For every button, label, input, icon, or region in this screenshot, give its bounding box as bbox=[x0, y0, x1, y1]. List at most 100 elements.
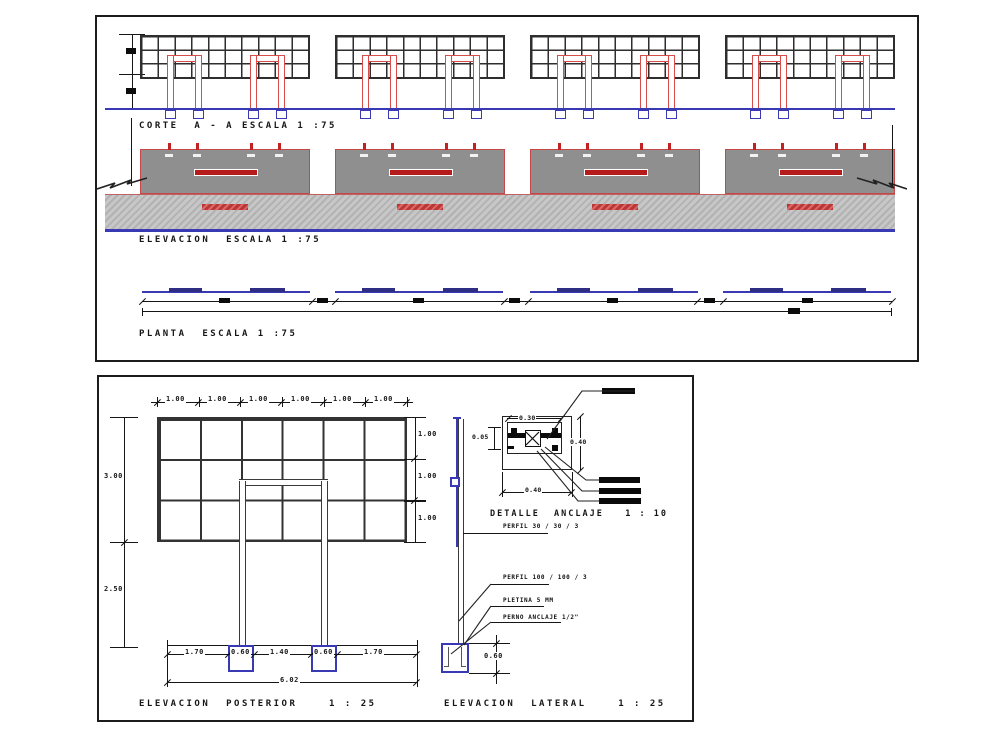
embedded-beam bbox=[584, 169, 648, 176]
anchor-footing bbox=[778, 110, 789, 119]
support-frame-post bbox=[668, 56, 675, 109]
support-frame-post bbox=[835, 56, 842, 109]
support-frame-bar bbox=[250, 55, 285, 62]
support-frame-post bbox=[195, 56, 202, 109]
support-frame-bar bbox=[362, 55, 397, 62]
anchor-footing bbox=[276, 110, 287, 119]
anchor-footing bbox=[193, 110, 204, 119]
ground-line bbox=[105, 108, 895, 111]
foundation-block bbox=[335, 143, 505, 194]
dim-label: 1.00 bbox=[417, 430, 438, 438]
planta-base-line bbox=[142, 311, 892, 313]
dim-label: 1.00 bbox=[290, 395, 311, 403]
posterior-title: ELEVACION POSTERIOR 1 : 25 bbox=[139, 699, 377, 709]
buried-beam bbox=[787, 204, 833, 210]
anchor-footing bbox=[666, 110, 677, 119]
dim-label: 0.30 bbox=[518, 414, 537, 422]
crossbar-connector bbox=[450, 477, 460, 487]
support-frame-bar bbox=[835, 55, 870, 62]
anchor-footing bbox=[750, 110, 761, 119]
embedded-beam bbox=[389, 169, 453, 176]
callout-perfil-main: PERFIL 100 / 100 / 3 bbox=[503, 574, 588, 581]
anchor-footing bbox=[638, 110, 649, 119]
support-frame-post bbox=[250, 56, 257, 109]
anchor-footing bbox=[861, 110, 872, 119]
dim-label: 1.00 bbox=[207, 395, 228, 403]
support-frame-post bbox=[640, 56, 647, 109]
post-section-box bbox=[525, 430, 541, 447]
dim-label: 1.00 bbox=[332, 395, 353, 403]
support-frame-post bbox=[752, 56, 759, 109]
anchor-footing bbox=[388, 110, 399, 119]
dim-label: 1.70 bbox=[184, 648, 205, 656]
foundation-block bbox=[140, 143, 310, 194]
dimension-blob bbox=[126, 48, 136, 54]
callout-pletina: PLETINA 5 MM bbox=[503, 597, 554, 604]
support-frame-bar bbox=[640, 55, 675, 62]
lateral-post bbox=[458, 419, 464, 653]
support-frame-bar bbox=[445, 55, 480, 62]
planta-title: PLANTA ESCALA 1 :75 bbox=[139, 329, 298, 339]
dim-label: 0.05 bbox=[471, 433, 490, 441]
leader-label-bar bbox=[602, 388, 635, 394]
anchor-footing bbox=[443, 110, 454, 119]
support-frame-post bbox=[239, 481, 246, 645]
support-frame-bar bbox=[167, 55, 202, 62]
support-frame-post bbox=[585, 56, 592, 109]
dim-label: 2.50 bbox=[103, 585, 124, 593]
callout-perfil-top: PERFIL 30 / 30 / 3 bbox=[503, 523, 579, 530]
anchor-footing bbox=[471, 110, 482, 119]
callout-perno: PERNO ANCLAJE 1/2" bbox=[503, 614, 579, 621]
section-extension-line bbox=[131, 118, 133, 186]
dim-label: 1.00 bbox=[373, 395, 394, 403]
anchor-footing bbox=[555, 110, 566, 119]
support-frame-post bbox=[557, 56, 564, 109]
leader-label-bar bbox=[599, 488, 641, 494]
dim-label: 1.70 bbox=[363, 648, 384, 656]
dim-label: 0.40 bbox=[524, 486, 543, 494]
buried-beam bbox=[592, 204, 638, 210]
anchor-footing bbox=[583, 110, 594, 119]
dim-label: 1.00 bbox=[248, 395, 269, 403]
dim-label: 1.00 bbox=[417, 472, 438, 480]
dim-label: 0.60 bbox=[313, 648, 334, 656]
support-frame-post bbox=[390, 56, 397, 109]
dim-label: 3.00 bbox=[103, 472, 124, 480]
detalle-title: DETALLE ANCLAJE 1 : 10 bbox=[490, 509, 668, 519]
anchor-bolt bbox=[552, 428, 558, 434]
support-frame-post bbox=[863, 56, 870, 109]
lateral-title: ELEVACION LATERAL 1 : 25 bbox=[444, 699, 666, 709]
foundation-block bbox=[530, 143, 700, 194]
dim-label: 1.40 bbox=[269, 648, 290, 656]
ground-hatch bbox=[105, 194, 895, 230]
support-frame-post bbox=[473, 56, 480, 109]
foundation-block bbox=[725, 143, 895, 194]
dimension-blob bbox=[126, 88, 136, 94]
anchor-footing bbox=[360, 110, 371, 119]
planta-edge bbox=[530, 288, 698, 293]
anchor-footing bbox=[833, 110, 844, 119]
corte-dim-line bbox=[132, 34, 134, 110]
corte-title: CORTE A - A ESCALA 1 :75 bbox=[139, 121, 337, 131]
support-frame-post bbox=[278, 56, 285, 109]
leader-label-bar bbox=[599, 498, 641, 504]
elevacion-title: ELEVACION ESCALA 1 :75 bbox=[139, 235, 322, 245]
dim-label: 0.60 bbox=[483, 652, 504, 660]
support-frame-post bbox=[167, 56, 174, 109]
embedded-beam bbox=[194, 169, 258, 176]
section-extension-line bbox=[892, 125, 894, 186]
planta-edge bbox=[142, 288, 310, 293]
anchor-footing bbox=[165, 110, 176, 119]
dim-label: 1.00 bbox=[165, 395, 186, 403]
dim-label: 6.02 bbox=[279, 676, 300, 684]
lateral-footing bbox=[441, 643, 469, 673]
dim-tick bbox=[119, 74, 145, 76]
dim-label: 0.40 bbox=[569, 438, 588, 446]
support-frame-post bbox=[362, 56, 369, 109]
top-drawing-panel: CORTE A - A ESCALA 1 :75 bbox=[95, 15, 919, 362]
planta-edge bbox=[723, 288, 891, 293]
buried-beam bbox=[397, 204, 443, 210]
support-frame-bar bbox=[752, 55, 787, 62]
planta-edge bbox=[335, 288, 503, 293]
